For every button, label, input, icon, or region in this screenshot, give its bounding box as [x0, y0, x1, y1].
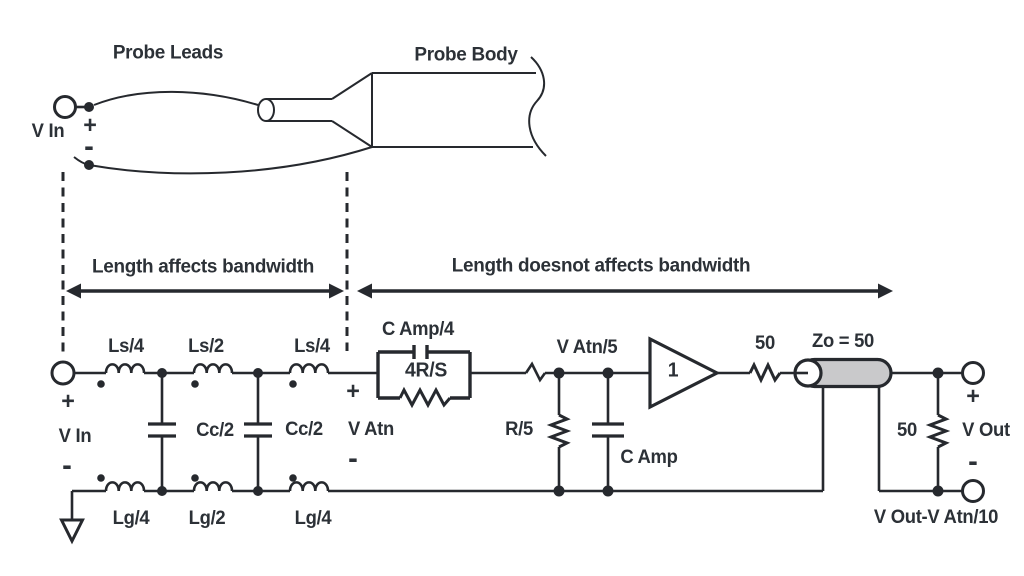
inductor-ls2	[192, 363, 234, 374]
capacitor-camp	[592, 373, 624, 491]
inductor-lg2	[192, 481, 234, 492]
zo50-label: Zo = 50	[812, 331, 874, 352]
vout-plus: +	[966, 383, 980, 410]
junction-dots	[157, 367, 944, 497]
rc-block-4rs	[376, 345, 472, 409]
vatn-minus: -	[348, 442, 358, 475]
vatn5-label: V Atn/5	[556, 337, 618, 358]
lg4-second-label: Lg/4	[294, 508, 332, 529]
vatn-label: V Atn	[348, 419, 394, 440]
r5-label: R/5	[505, 419, 533, 440]
amp-gain-label: 1	[667, 359, 679, 382]
phasing-dots	[97, 380, 297, 482]
length-arrows	[66, 283, 893, 299]
lg2-label: Lg/2	[188, 508, 226, 529]
vout-terminal-minus	[961, 479, 985, 503]
ground-symbol	[59, 491, 85, 545]
lead-junction-dot	[84, 102, 94, 112]
camp4-label: C Amp/4	[381, 319, 455, 340]
ls2-label: Ls/2	[188, 336, 224, 357]
capacitor-campq-plates	[412, 345, 429, 359]
probe-tip-barrel	[257, 98, 332, 122]
vin-top-minus: -	[84, 130, 94, 163]
vin-plus: +	[61, 388, 75, 415]
resistor-50-load	[925, 373, 951, 491]
vin-top-plus: +	[83, 112, 97, 139]
resistor-r5	[546, 373, 572, 491]
cc2-first-label: Cc/2	[196, 420, 234, 441]
ls4-first-label: Ls/4	[108, 336, 144, 357]
capacitor-cc2-first	[148, 373, 176, 491]
inductor-lg4-second	[288, 481, 330, 492]
vout-formula-label: V Out-V Atn/10	[873, 507, 999, 528]
ls4-second-label: Ls/4	[294, 336, 330, 357]
vin-label: V In	[58, 426, 92, 447]
amplifier-triangle	[648, 336, 721, 410]
inductor-ls4-second	[288, 363, 330, 374]
resistor-50-series	[748, 361, 782, 384]
resistor-4rs-zigzag	[398, 386, 452, 409]
lg4-first-label: Lg/4	[112, 508, 150, 529]
series-jog-resistor	[524, 361, 547, 383]
probe-tip-terminal	[53, 95, 77, 119]
load-50-label: 50	[897, 420, 917, 441]
vin-terminal	[50, 360, 76, 386]
probe-leads-label: Probe Leads	[112, 41, 224, 64]
vout-label: V Out	[962, 420, 1010, 441]
series-50-label: 50	[755, 333, 775, 354]
camp-label: C Amp	[620, 447, 678, 468]
vin-top-label: V In	[31, 121, 65, 142]
length-affects-label: Length affects bandwidth	[91, 255, 315, 278]
upper-probe-lead	[93, 90, 259, 106]
equivalent-circuit	[50, 336, 985, 545]
lower-probe-lead	[73, 146, 373, 175]
vout-minus: -	[968, 445, 978, 478]
break-line	[528, 56, 547, 157]
inductor-lg4-first	[104, 481, 146, 492]
4rs-label: 4R/S	[405, 359, 447, 382]
length-not-affects-label: Length doesnot affects bandwidth	[451, 254, 751, 277]
shield-ground-stubs	[821, 387, 881, 491]
probe-body-outline	[331, 56, 547, 157]
capacitor-cc2-second	[244, 373, 272, 491]
transmission-line	[793, 357, 893, 491]
vin-minus: -	[62, 449, 72, 482]
vout-terminal-plus	[961, 361, 985, 385]
probe-body-label: Probe Body	[414, 43, 518, 66]
vatn-plus: +	[346, 378, 360, 405]
inductor-ls4-first	[104, 363, 146, 374]
probe-sketch	[53, 56, 547, 175]
cc2-second-label: Cc/2	[285, 419, 323, 440]
